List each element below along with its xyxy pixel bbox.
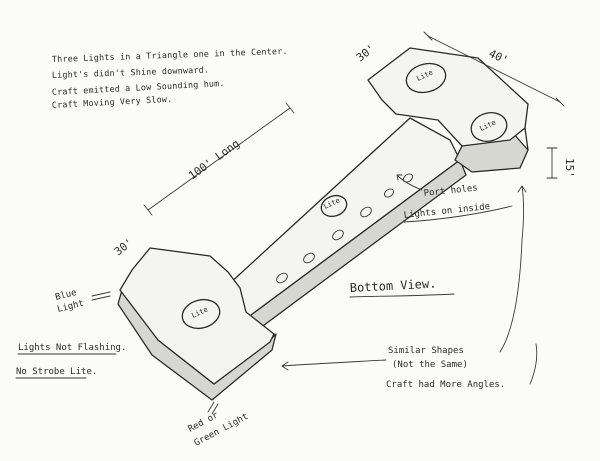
similar-shapes-bracket [499, 185, 524, 353]
similar-shapes-label-2: (Not the Same) [392, 360, 468, 370]
more-angles-bracket [529, 343, 538, 385]
no-strobe-label: No Strobe Lite. [16, 367, 97, 377]
note-line-3: Craft emitted a Low Sounding hum. [52, 78, 225, 97]
craft-top-block: Lite Lite [367, 47, 529, 173]
blue-light-callout: Blue Light [54, 288, 111, 315]
port-hole [332, 229, 344, 241]
not-flashing-label: Lights Not Flashing. [18, 343, 126, 353]
top-light-1-circle [405, 62, 447, 94]
bottom-light-circle [181, 298, 221, 330]
craft-shaft: Lite [227, 117, 467, 335]
witness-notes: Three Lights in a Triangle one in the Ce… [52, 46, 288, 110]
bottom-view-underline [349, 293, 455, 298]
blue-light-arrow [91, 291, 111, 297]
bottom-view-label: Bottom View. [349, 276, 436, 295]
craft-bottom-block: Lite [117, 247, 277, 401]
shaft-length-label: 100' Long [186, 137, 242, 183]
similar-shapes-arrow [281, 359, 387, 367]
top-height-label: 15' [563, 158, 576, 178]
center-light-circle [320, 194, 348, 218]
top-length-line [427, 35, 561, 103]
lights-inside-underline [403, 205, 513, 223]
top-width-label: 30' [354, 42, 378, 64]
port-holes-arrow [397, 175, 423, 191]
port-hole [384, 188, 394, 198]
similar-shapes-callout: Similar Shapes (Not the Same) Craft had … [281, 185, 538, 390]
port-hole [303, 252, 315, 264]
note-line-1: Three Lights in a Triangle one in the Ce… [52, 46, 288, 64]
shaft-length-line [147, 107, 291, 211]
port-hole [360, 206, 372, 218]
note-line-4: Craft Moving Very Slow. [52, 94, 173, 110]
similar-shapes-label-1: Similar Shapes [388, 346, 464, 356]
more-angles-label: Craft had More Angles. [386, 380, 505, 390]
top-light-2-circle [470, 112, 508, 142]
note-line-2: Light's didn't Shine downward. [52, 65, 210, 80]
bottom-width-label: 30' [112, 236, 136, 258]
top-length-label: 40' [487, 47, 511, 67]
port-hole [276, 272, 288, 284]
red-green-light-callout: Red or Green Light [187, 401, 250, 449]
